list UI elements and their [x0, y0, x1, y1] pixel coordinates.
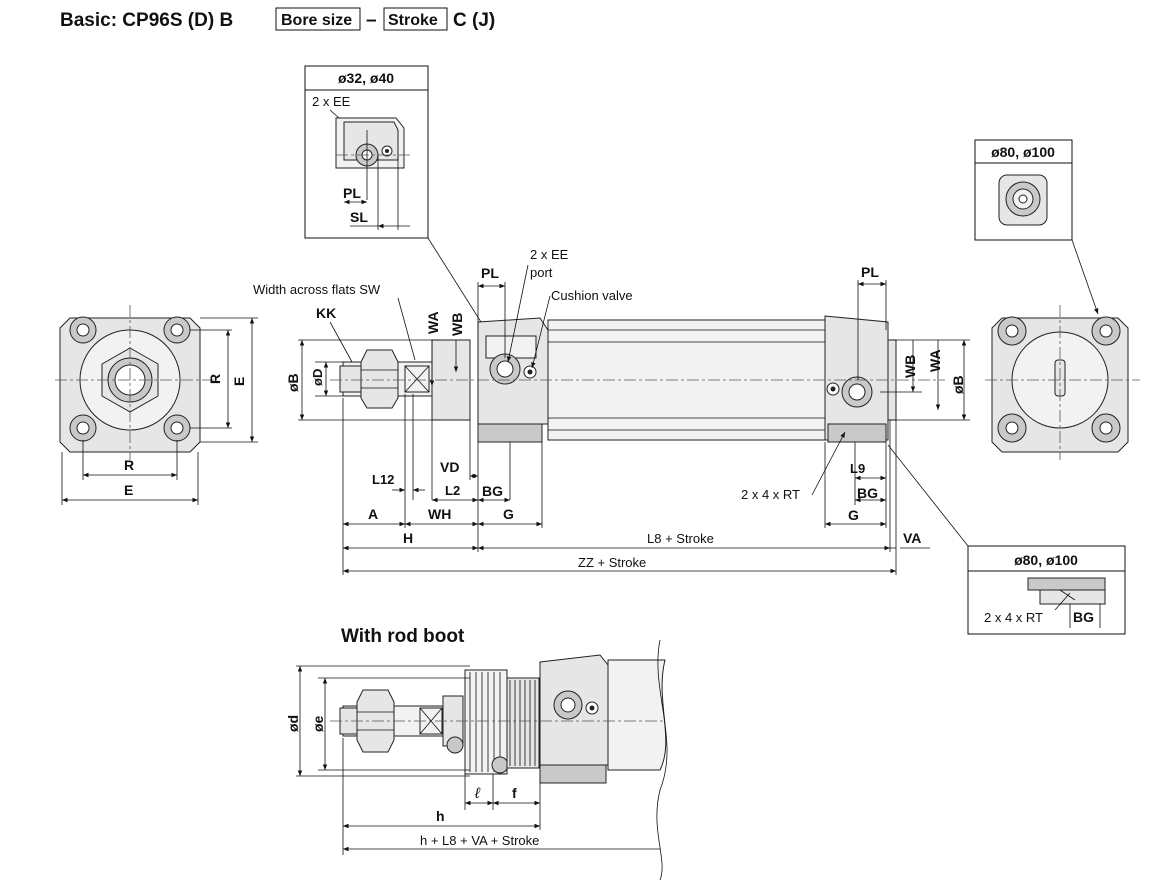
left-end-r-vert: R — [207, 374, 223, 384]
rod-boot-view: With rod boot ød — [285, 626, 668, 881]
header-suffix: C (J) — [453, 10, 495, 31]
rod-boot-l: ℓ — [474, 785, 481, 802]
label-ee-port: 2 x EE — [530, 247, 569, 262]
rod-boot-h: h — [436, 808, 445, 824]
left-end-e-horiz: E — [124, 482, 133, 498]
model-header: Basic: CP96S (D) B Bore size – Stroke C … — [60, 7, 495, 31]
main-side-view — [330, 315, 945, 443]
left-end-view: R E R E — [55, 305, 258, 505]
label-wa-left: WA — [425, 311, 441, 334]
label-a: A — [368, 506, 378, 522]
label-b-left: øB — [285, 373, 301, 392]
inset-32-40-title: ø32, ø40 — [338, 70, 394, 86]
label-g-right: G — [848, 507, 859, 523]
inset-32-40-sl: SL — [350, 209, 368, 225]
inset-80-100-top-title: ø80, ø100 — [991, 144, 1055, 160]
rod-boot-title: With rod boot — [341, 626, 465, 647]
label-b-right: øB — [950, 375, 966, 394]
left-end-r-horiz: R — [124, 457, 134, 473]
label-wa-right: WA — [927, 349, 943, 372]
label-l9: L9 — [850, 461, 865, 476]
rod-boot-e: øe — [310, 715, 326, 732]
inset-leader-bottom-right — [887, 444, 969, 547]
inset-bore-32-40: ø32, ø40 2 x EE PL SL — [304, 65, 429, 239]
label-zz-stroke: ZZ + Stroke — [578, 555, 646, 570]
label-port-word: port — [530, 265, 553, 280]
rod-boot-total: h + L8 + VA + Stroke — [420, 833, 539, 848]
inset-leader-top-right — [1071, 239, 1099, 315]
label-vd: VD — [440, 459, 459, 475]
label-wb-right: WB — [902, 355, 918, 378]
label-bg-left: BG — [482, 483, 503, 499]
inset-80-100-bottom-title: ø80, ø100 — [1014, 552, 1078, 568]
inset-bore-80-100-bottom: ø80, ø100 2 x 4 x RT BG — [967, 545, 1126, 635]
inset-leader-left — [427, 237, 487, 331]
inset-80-100-rt: 2 x 4 x RT — [984, 610, 1043, 625]
label-va: VA — [903, 530, 921, 546]
label-cushion-valve: Cushion valve — [551, 288, 633, 303]
inset-bore-80-100-top: ø80, ø100 — [974, 139, 1073, 241]
label-wb-left: WB — [449, 313, 465, 336]
right-end-view — [985, 305, 1140, 460]
inset-80-100-bg: BG — [1073, 609, 1094, 625]
label-pl-left: PL — [481, 265, 499, 281]
header-bore-box: Bore size — [281, 12, 352, 29]
header-stroke-box: Stroke — [388, 12, 438, 29]
rod-boot-d: ød — [285, 715, 301, 732]
header-dash: – — [366, 10, 377, 31]
inset-32-40-pl: PL — [343, 185, 361, 201]
label-kk: KK — [316, 305, 336, 321]
label-l8-stroke: L8 + Stroke — [647, 531, 714, 546]
label-rt-right: 2 x 4 x RT — [741, 487, 800, 502]
label-h: H — [403, 530, 413, 546]
header-prefix: Basic: CP96S (D) B — [60, 10, 233, 31]
label-d-left: øD — [310, 369, 325, 386]
label-bg-right: BG — [857, 485, 878, 501]
rod-boot-f: f — [512, 785, 517, 801]
label-pl-right: PL — [861, 264, 879, 280]
label-g-left: G — [503, 506, 514, 522]
label-l12: L12 — [372, 472, 394, 487]
label-l2: L2 — [445, 483, 460, 498]
label-width-across-flats: Width across flats SW — [253, 282, 381, 297]
inset-32-40-ports: 2 x EE — [312, 94, 351, 109]
main-dimensions: Width across flats SW KK WA WB øB øD PL … — [253, 247, 970, 575]
left-end-e-vert: E — [231, 377, 247, 386]
label-wh: WH — [428, 506, 451, 522]
